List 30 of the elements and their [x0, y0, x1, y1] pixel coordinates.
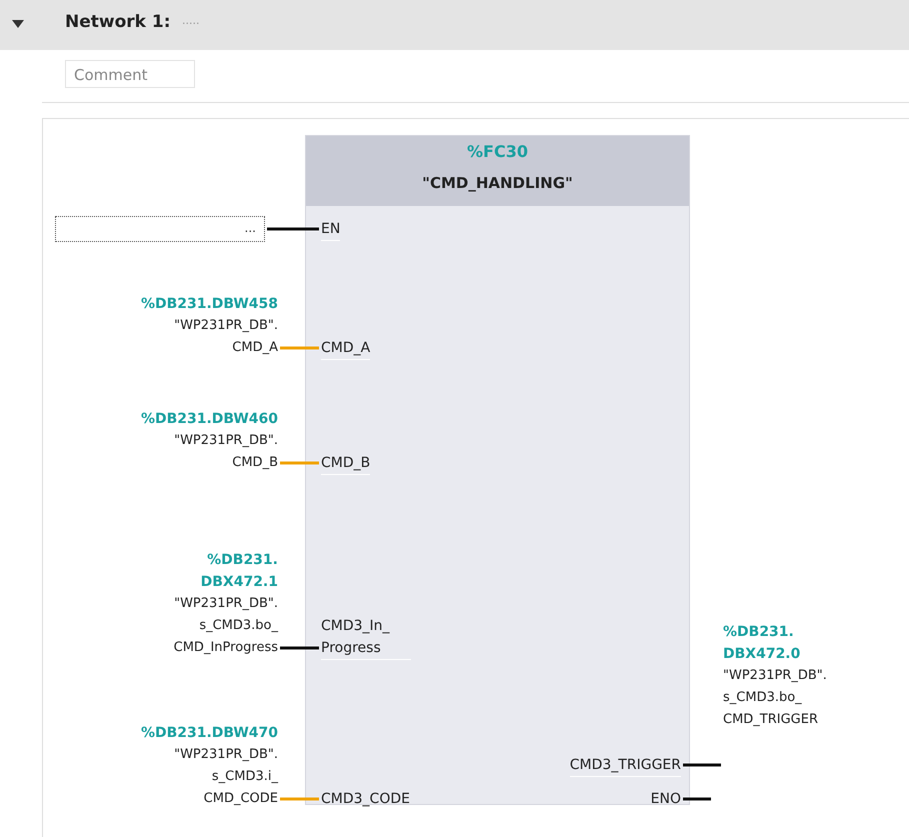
title-field: .....: [182, 14, 200, 27]
address-label: %DB231.DBW470: [140, 724, 278, 743]
tag-name: "WP231PR_DB". s_CMD3.bo_ CMD_InProgress: [172, 595, 278, 657]
pin-label: CMD3_CODE: [321, 788, 410, 811]
tag-name: "WP231PR_DB". CMD_A: [173, 317, 278, 357]
pin-label: CMD3_In_ Progress: [321, 615, 411, 660]
operand-field: ...: [55, 216, 265, 242]
wire: [267, 228, 319, 230]
wire: [280, 462, 319, 464]
address-label: %DB231.DBW458: [140, 295, 278, 314]
address-label: %DB231.DBW460: [140, 410, 278, 429]
wire: [683, 764, 721, 766]
tag-name: "WP231PR_DB". s_CMD3.bo_ CMD_TRIGGER: [723, 667, 828, 729]
pin-label: ENO: [650, 788, 681, 811]
wire: [683, 798, 711, 800]
wire: [280, 798, 319, 800]
block-name: "CMD_HANDLING": [421, 174, 574, 192]
block-number: %FC30: [466, 142, 529, 161]
pin-label: CMD_A: [321, 337, 370, 360]
address-label: %DB231. DBX472.1: [200, 551, 278, 592]
comment-field: Comment: [65, 60, 195, 88]
address-label: %DB231. DBX472.0: [723, 623, 802, 664]
pin-label: EN: [321, 218, 340, 241]
wire: [280, 646, 319, 650]
wire: [280, 346, 319, 350]
tag-name: "WP231PR_DB". s_CMD3.i_ CMD_CODE: [173, 746, 278, 808]
pin-label: CMD3_TRIGGER: [570, 754, 681, 777]
pin-label: CMD_B: [321, 452, 370, 475]
network-title: Network 1:: [65, 12, 171, 32]
tag-name: "WP231PR_DB". CMD_B: [173, 432, 278, 472]
